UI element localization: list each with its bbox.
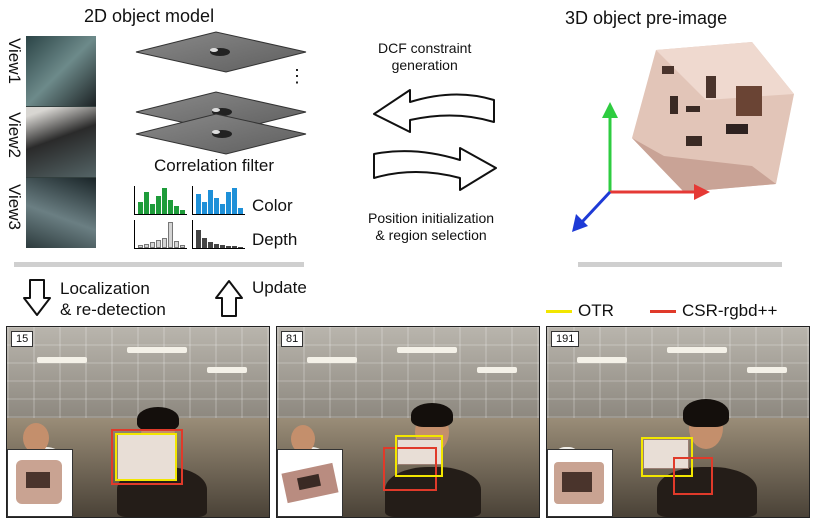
depth-histogram-dark [192,220,245,249]
depth-histogram-light [134,220,187,249]
view3-label: View3 [5,184,24,230]
cycle-arrows [373,89,497,191]
voxel-cube [632,42,794,192]
preimage-inset-2 [277,449,343,517]
filter-plane-1 [135,31,307,73]
filter-plane-3 [135,113,307,155]
bbox-csr-frame-1 [111,429,183,485]
legend: OTR CSR-rgbd++ [546,300,821,322]
model-3d-title: 3D object pre-image [565,8,728,28]
tracking-frame-3: 191 [546,326,810,518]
color-histogram-blue [192,186,245,215]
depth-label: Depth [252,230,298,249]
position-caption: Position initialization & region selecti… [368,210,495,243]
bbox-otr-frame-2 [395,435,443,477]
3d-preimage-figure [572,42,794,232]
arrow-right-icon [373,147,497,191]
bbox-otr-frame-1 [115,433,177,481]
view2-thumbnail [26,107,96,177]
frame-number-1: 15 [11,331,34,347]
view2-label: View2 [5,112,24,158]
preimage-inset-3 [547,449,613,517]
coordinate-axes [572,102,710,232]
bbox-csr-frame-3 [673,457,713,495]
model-2d-title: 2D object model [84,6,215,26]
localization-label: Localization & re-detection [60,279,166,319]
depth-histograms [134,220,246,249]
frame-number-2: 81 [281,331,304,347]
up-arrow-icon [215,280,243,317]
bbox-csr-frame-2 [383,447,437,491]
view1-thumbnail [26,36,96,106]
view1-label: View1 [5,38,24,84]
left-separator [14,262,304,267]
tracking-frame-2: 81 [276,326,540,518]
legend-label-csr: CSR-rgbd++ [682,301,778,320]
correlation-filter-label: Correlation filter [154,156,274,175]
color-histograms [134,186,246,215]
down-arrow-icon [23,279,51,316]
view3-thumbnail [26,178,96,248]
legend-label-otr: OTR [578,301,614,320]
correlation-filter-stack [135,31,307,155]
filter-ellipsis: ⋮ [288,66,306,86]
tracking-frame-1: 15 [6,326,270,518]
legend-swatch-otr [546,310,572,313]
arrow-left-icon [373,89,495,133]
legend-swatch-csr [650,310,676,313]
preimage-inset-1 [7,449,73,517]
update-label: Update [252,278,307,297]
frame-number-3: 191 [551,331,580,347]
view-strip [26,36,96,248]
right-separator [578,262,782,267]
color-label: Color [252,196,293,215]
dcf-caption: DCF constraint generation [378,40,472,73]
color-histogram-green [134,186,187,215]
